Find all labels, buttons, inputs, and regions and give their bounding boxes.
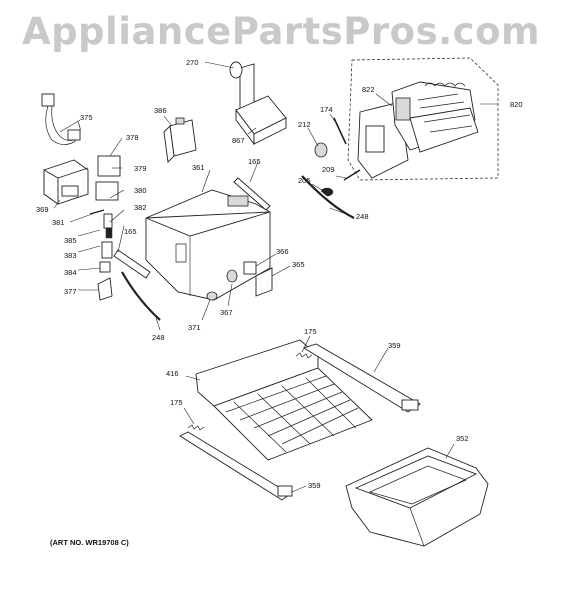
bucket-352 (345, 447, 489, 547)
part-label-365: 365 (292, 260, 305, 269)
part-label-381: 381 (52, 218, 65, 227)
watermark-text: AppliancePartsPros.com (21, 10, 541, 53)
hose-248-lower (121, 271, 161, 321)
part-label-822: 822 (362, 85, 375, 94)
part-label-212: 212 (298, 120, 311, 129)
part-label-205: 205 (298, 176, 311, 185)
part-label-165-lower: 165 (124, 227, 137, 236)
bracket-867 (235, 95, 287, 146)
art-number: (ART NO. WR19708 C) (50, 538, 129, 547)
part-label-174: 174 (320, 105, 333, 114)
part-label-361: 361 (192, 163, 205, 172)
small-hardware (301, 117, 361, 219)
wire-harness-375 (41, 93, 81, 145)
strips-165 (113, 177, 271, 279)
part-label-209: 209 (322, 165, 335, 174)
auger-parts (89, 209, 113, 301)
part-label-371: 371 (188, 323, 201, 332)
part-label-385: 385 (64, 236, 77, 245)
part-label-378: 378 (126, 133, 139, 142)
part-label-379: 379 (134, 164, 147, 173)
valve-386 (163, 117, 197, 163)
part-label-359-upper: 359 (388, 341, 401, 350)
springs-175 (187, 352, 313, 431)
part-label-175-lower: 175 (170, 398, 183, 407)
part-label-867: 867 (232, 136, 245, 145)
part-label-380: 380 (134, 186, 147, 195)
switch-parts (206, 261, 273, 301)
part-label-367: 367 (220, 308, 233, 317)
part-label-377: 377 (64, 287, 77, 296)
part-label-366: 366 (276, 247, 289, 256)
housing-361 (145, 189, 271, 301)
part-label-248-upper: 248 (356, 212, 369, 221)
part-label-352: 352 (456, 434, 469, 443)
part-label-384: 384 (64, 268, 77, 277)
part-label-375: 375 (80, 113, 93, 122)
part-label-383: 383 (64, 251, 77, 260)
ice-maker-assembly (347, 57, 499, 181)
part-label-165-upper: 165 (248, 157, 261, 166)
part-label-270: 270 (186, 58, 199, 67)
part-label-359-lower: 359 (308, 481, 321, 490)
part-label-369: 369 (36, 205, 49, 214)
part-label-175-upper: 175 (304, 327, 317, 336)
tray-416 (195, 339, 373, 461)
part-label-382: 382 (134, 203, 147, 212)
part-label-416: 416 (166, 369, 179, 378)
part-label-248-lower: 248 (152, 333, 165, 342)
part-label-386: 386 (154, 106, 167, 115)
coil-378-379 (95, 155, 121, 201)
leader-lines (53, 61, 498, 493)
part-label-820: 820 (510, 100, 523, 109)
rails-359 (179, 343, 421, 501)
part-labels: 270 820 822 174 212 209 205 248 375 386 … (36, 58, 523, 547)
motor-369 (43, 159, 89, 205)
